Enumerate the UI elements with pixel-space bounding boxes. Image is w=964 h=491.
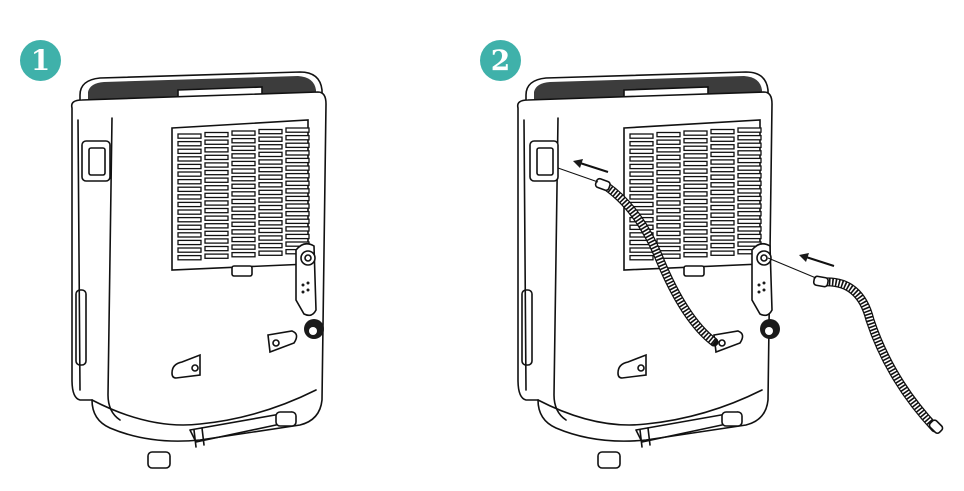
step-1-panel: 1 [20, 40, 327, 469]
cord-hook-left [617, 353, 647, 379]
wheel-right [275, 411, 297, 427]
side-handle [529, 140, 559, 182]
side-handle [81, 140, 111, 182]
cord-hook-left [171, 353, 201, 379]
wheel-left [147, 451, 171, 469]
dehumidifier-illustration [516, 71, 944, 469]
drain-cap [760, 319, 780, 339]
drain-hose-external [767, 257, 944, 435]
air-filter-grille [171, 119, 310, 271]
drain-cap [304, 319, 324, 339]
drain-outlet-panel [751, 242, 780, 339]
cord-hook-right [267, 330, 298, 354]
drain-outlet-panel [295, 242, 324, 339]
insert-direction-arrow [799, 253, 835, 267]
wheel-right [721, 411, 743, 427]
step-number-badge: 1 [20, 40, 61, 81]
step-number-badge: 2 [480, 40, 521, 81]
insert-direction-arrow [573, 159, 609, 173]
air-filter-grille [623, 119, 762, 271]
dehumidifier-illustration [70, 71, 327, 469]
drain-hose-through-handle [557, 167, 719, 347]
step-2-panel: 2 [470, 0, 952, 491]
cord-hook-right [713, 330, 744, 354]
wheel-left [597, 451, 621, 469]
